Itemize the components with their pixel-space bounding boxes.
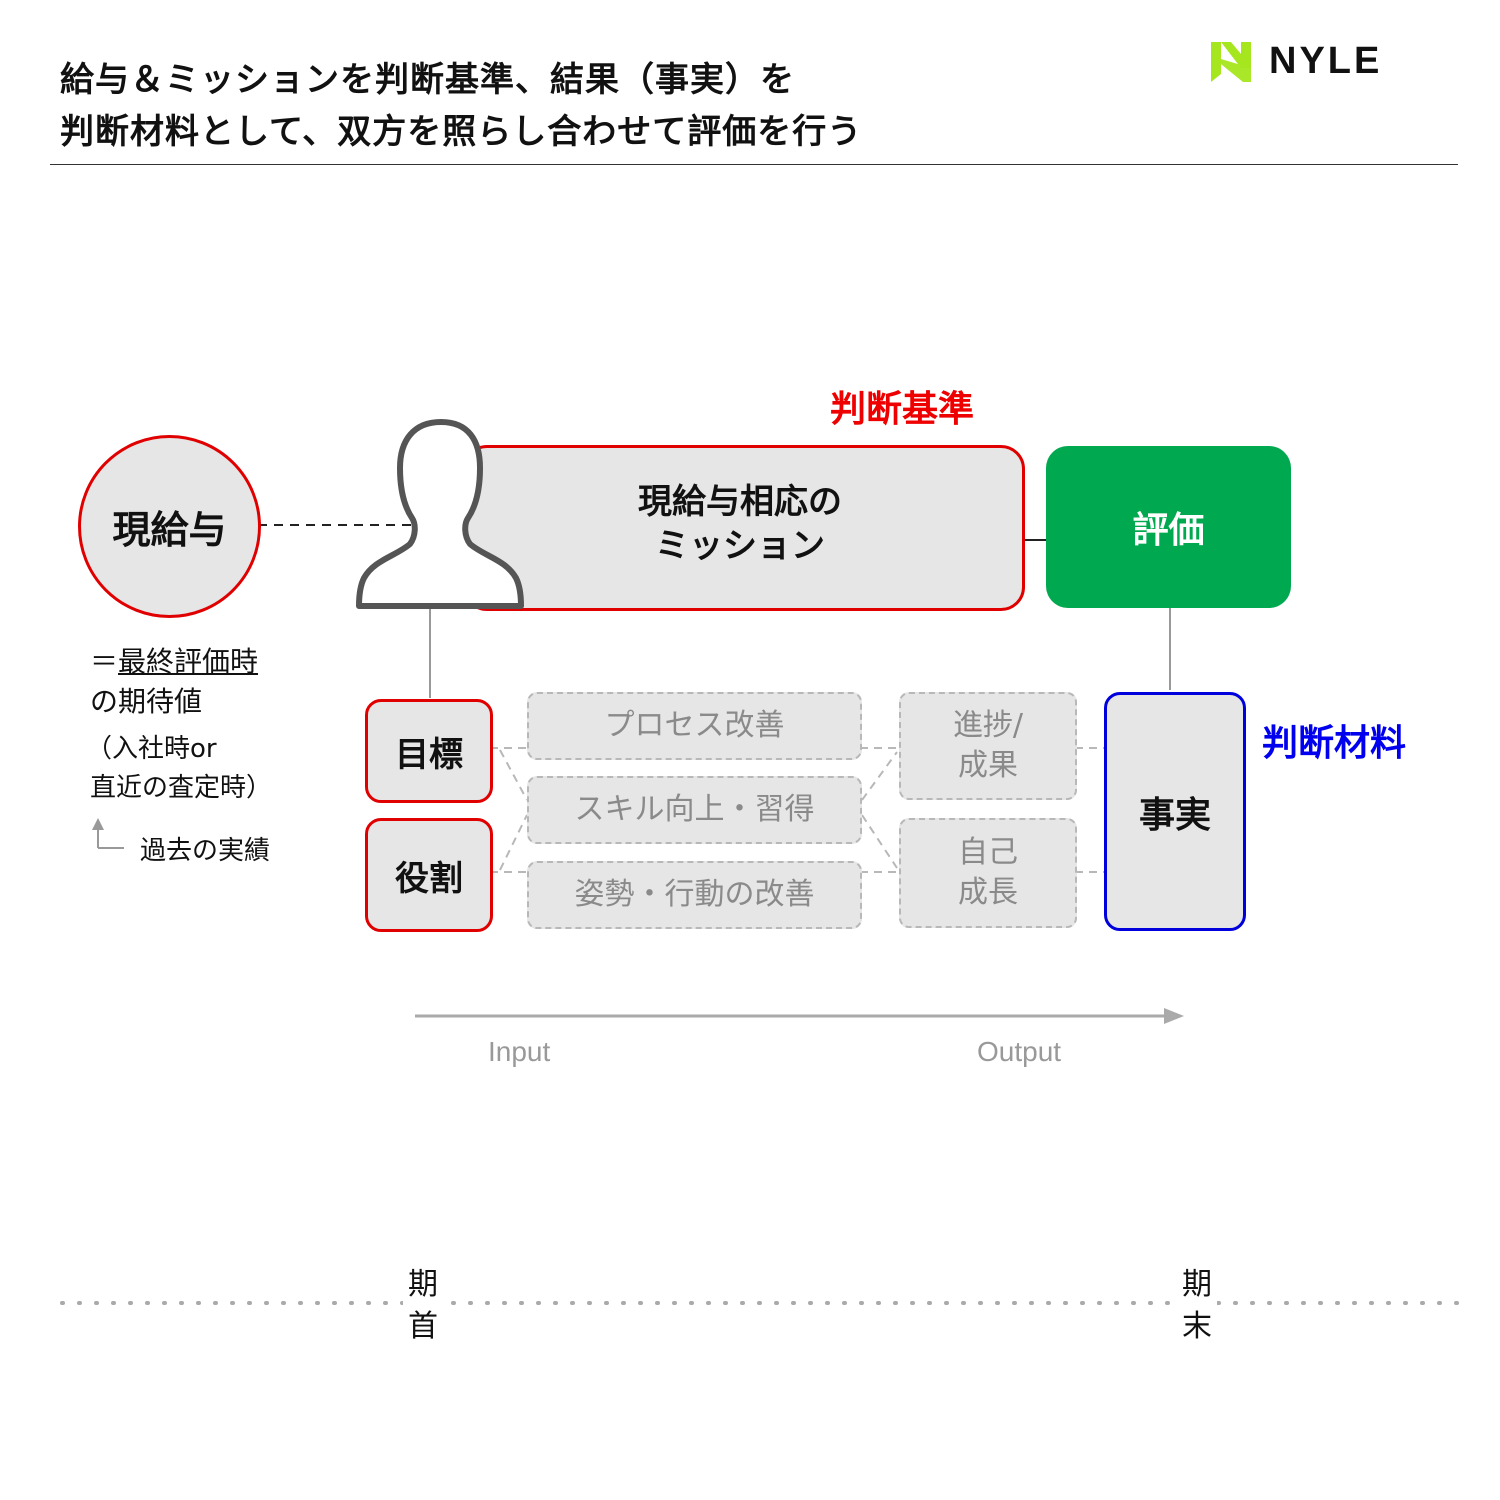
input-role-label: 役割 bbox=[395, 858, 463, 899]
input-role-box: 役割 bbox=[365, 818, 493, 932]
page-title-line-2: 判断材料として、双方を照らし合わせて評価を行う bbox=[60, 112, 863, 152]
output-box-progress: 進捗/ 成果 bbox=[899, 692, 1077, 800]
facts-box: 事実 bbox=[1104, 692, 1246, 931]
mission-line-2: ミッション bbox=[655, 526, 825, 566]
material-label: 判断材料 bbox=[1262, 723, 1407, 764]
input-process-links bbox=[490, 747, 1104, 873]
facts-label: 事実 bbox=[1138, 794, 1211, 836]
output-progress-line-1: 進捗/ bbox=[952, 708, 1024, 743]
salary-note-line-2: の期待値 bbox=[90, 685, 203, 718]
period-start-line-2: 首 bbox=[408, 1309, 438, 1344]
process-box-improvement: プロセス改善 bbox=[527, 692, 862, 760]
period-start: 期 首 bbox=[403, 1264, 443, 1348]
current-salary-label: 現給与 bbox=[112, 508, 227, 552]
axis-input-label: Input bbox=[488, 1036, 551, 1067]
process-label-attitude: 姿勢・行動の改善 bbox=[574, 877, 815, 912]
output-growth-line-2: 成長 bbox=[958, 875, 1018, 910]
process-label-skill: スキル向上・習得 bbox=[574, 792, 815, 827]
page-title-line-1: 給与＆ミッションを判断基準、結果（事実）を bbox=[60, 60, 795, 100]
evaluation-box: 評価 bbox=[1046, 446, 1291, 608]
salary-note-line-4: 直近の査定時） bbox=[90, 773, 273, 803]
mission-box bbox=[463, 445, 1025, 611]
process-box-attitude: 姿勢・行動の改善 bbox=[527, 861, 862, 929]
salary-note-line-3: （入社時or bbox=[86, 734, 217, 764]
nyle-logo: NYLE bbox=[1207, 38, 1427, 88]
input-goal-label: 目標 bbox=[395, 734, 463, 775]
criteria-label: 判断基準 bbox=[830, 389, 975, 430]
nyle-logo-text: NYLE bbox=[1269, 40, 1383, 82]
process-label-improvement: プロセス改善 bbox=[604, 708, 785, 743]
output-progress-line-2: 成果 bbox=[958, 748, 1018, 783]
past-results-label: 過去の実績 bbox=[140, 836, 271, 866]
salary-note-line-1: ＝最終評価時 bbox=[90, 640, 258, 680]
period-end: 期 末 bbox=[1177, 1264, 1217, 1348]
period-start-line-1: 期 bbox=[408, 1267, 438, 1302]
output-growth-line-1: 自己 bbox=[958, 835, 1018, 870]
input-goal-box: 目標 bbox=[365, 699, 493, 803]
axis-output-label: Output bbox=[977, 1036, 1062, 1067]
salary-note-underlined: 最終評価時 bbox=[118, 645, 259, 678]
past-arrow-head bbox=[92, 818, 104, 830]
evaluation-label: 評価 bbox=[1132, 510, 1205, 551]
salary-note-prefix: ＝ bbox=[90, 645, 119, 678]
person-icon bbox=[356, 419, 524, 609]
header-divider bbox=[50, 164, 1458, 165]
output-box-growth: 自己 成長 bbox=[899, 818, 1077, 928]
input-output-arrowhead bbox=[1164, 1008, 1184, 1024]
current-salary-circle: 現給与 bbox=[78, 435, 261, 618]
mission-text: 現給与相応の ミッション bbox=[590, 480, 890, 568]
period-end-line-2: 末 bbox=[1182, 1309, 1212, 1344]
nyle-logo-icon bbox=[1211, 42, 1251, 82]
process-box-skill: スキル向上・習得 bbox=[527, 776, 862, 844]
mission-line-1: 現給与相応の bbox=[638, 482, 842, 522]
period-end-line-1: 期 bbox=[1182, 1267, 1212, 1302]
